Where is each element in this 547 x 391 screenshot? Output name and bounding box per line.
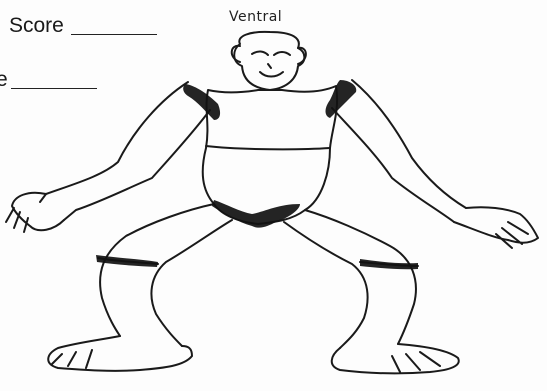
right-arm-outline [332, 80, 466, 222]
right-shoulder-shading [326, 80, 357, 118]
head-outline [234, 32, 304, 90]
left-leg-outline [100, 204, 232, 346]
left-hand-outline [6, 193, 64, 232]
right-knee-shading [360, 259, 418, 269]
left-arm-outline [40, 82, 210, 220]
left-shoulder-shading [183, 84, 220, 120]
right-hand-outline [454, 207, 538, 248]
torso-outline [203, 86, 337, 224]
left-knee-shading [96, 255, 158, 267]
right-foot-outline [332, 344, 459, 373]
left-foot-outline [48, 336, 192, 371]
waist-line [206, 146, 330, 149]
right-leg-outline [284, 210, 416, 348]
face-detail [252, 51, 290, 76]
